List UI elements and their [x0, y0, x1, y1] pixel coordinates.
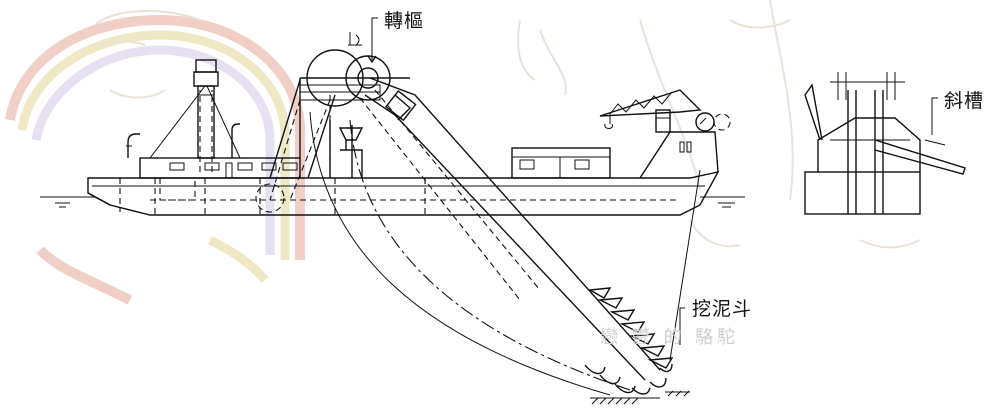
- chute-label: 斜槽: [944, 90, 985, 112]
- dredger-vessel: [40, 30, 745, 405]
- rotary-hinge-label: 轉樞: [384, 10, 425, 32]
- leader-lines: [371, 17, 938, 345]
- background-illustration: [5, 0, 921, 305]
- dredging-bucket-label: 挖泥斗: [692, 298, 753, 320]
- bucket-chain: [584, 287, 674, 395]
- chute-side-view: [804, 72, 966, 215]
- watermark-text: 戀 鬱 的 駱駝: [600, 327, 740, 348]
